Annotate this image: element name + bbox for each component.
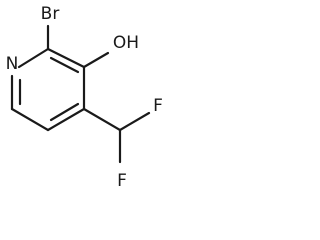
atom-label-bromine: Br (41, 4, 60, 24)
bond-c4-c5 (46, 107, 86, 132)
atom-label-nitrogen: N (6, 54, 19, 74)
pyridine-ring (10, 47, 86, 132)
bond-chf2-f-top (118, 111, 151, 132)
atom-label-fluorine-top: F (153, 96, 163, 116)
atom-label-fluorine-bottom: F (117, 171, 127, 191)
bond-c2-c3-inner (49, 56, 80, 74)
chemical-structure: Br OH N F F (6, 4, 163, 191)
atom-label-hydroxyl: OH (113, 33, 139, 53)
bond-c4-chf2 (82, 107, 122, 132)
bond-c4-c5-inner (49, 102, 80, 122)
bond-c2-c3 (46, 47, 86, 69)
bond-c3-o (82, 51, 110, 69)
atom-labels: Br OH N F F (6, 4, 163, 191)
substituent-bonds (46, 24, 151, 164)
bond-c5-c6 (10, 107, 50, 132)
bond-n-c2 (17, 47, 50, 69)
